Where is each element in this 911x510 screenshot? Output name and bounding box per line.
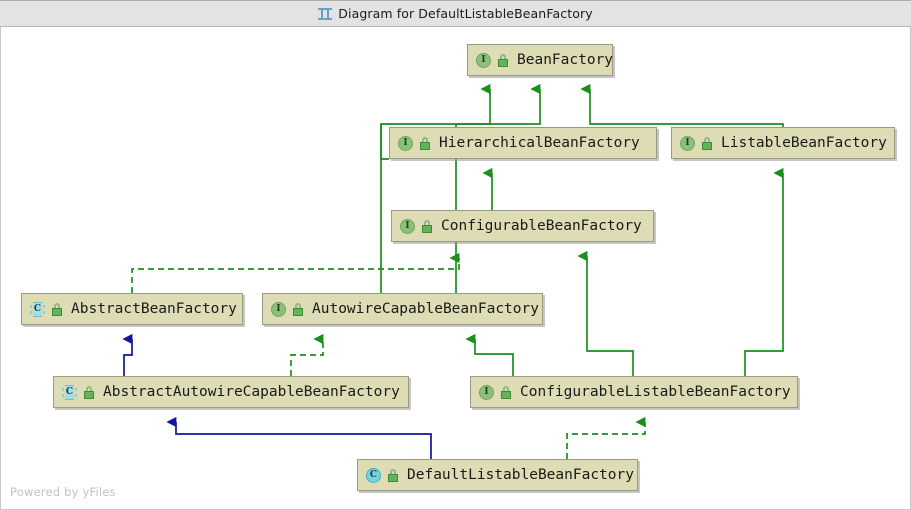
node-abstractautowirecapablebeanfactory[interactable]: C AbstractAutowireCapableBeanFactory [53,376,409,408]
edge-configurablelistable-to-configurable [577,250,634,376]
node-listablebeanfactory[interactable]: I ListableBeanFactory [671,127,895,159]
edge-abstractbeanfactory-to-configurable-dashed [131,252,460,293]
node-beanfactory[interactable]: I BeanFactory [467,44,613,76]
node-label: BeanFactory [517,51,614,68]
lock-icon [501,385,513,399]
node-autowirecapablebeanfactory[interactable]: I AutowireCapableBeanFactory [262,293,543,325]
node-hierarchicalbeanfactory[interactable]: I HierarchicalBeanFactory [389,127,657,159]
interface-icon: I [400,218,415,234]
lock-icon [293,302,305,316]
lock-icon [52,302,64,316]
edge-configurablelistable-to-autowirecapable [465,333,514,376]
lock-icon [388,468,400,482]
window-titlebar: Diagram for DefaultListableBeanFactory [0,0,911,27]
abstract-class-icon: C [62,384,77,400]
edge-configurable-to-beanfactory [455,83,541,293]
edge-defaultlistable-to-abstractautowire [166,416,432,459]
node-label: AutowireCapableBeanFactory [312,300,539,317]
diagram-canvas[interactable]: I BeanFactory I HierarchicalBeanFactory … [0,27,911,510]
interface-icon: I [398,135,413,151]
lock-icon [422,219,434,233]
abstract-class-icon: C [30,301,45,317]
node-configurablelistablebeanfactory[interactable]: I ConfigurableListableBeanFactory [470,376,798,408]
node-label: ConfigurableListableBeanFactory [520,383,791,400]
edge-abstractautowire-to-autowirecapable-dashed [290,333,324,376]
node-label: HierarchicalBeanFactory [439,134,640,151]
window-title: Diagram for DefaultListableBeanFactory [338,6,593,21]
node-label: ConfigurableBeanFactory [441,217,642,234]
yfiles-watermark: Powered by yFiles [10,485,116,499]
lock-icon [84,385,96,399]
node-label: DefaultListableBeanFactory [407,466,634,483]
edge-listable-to-beanfactory [580,83,784,127]
node-defaultlistablebeanfactory[interactable]: C DefaultListableBeanFactory [357,459,638,491]
interface-icon: I [476,52,491,68]
edge-configurablelistable-to-listable [744,167,784,376]
interface-icon: I [271,301,286,317]
lock-icon [498,53,510,67]
node-label: AbstractAutowireCapableBeanFactory [103,383,400,400]
edge-layer [122,83,784,459]
diagram-icon [318,7,333,21]
lock-icon [702,136,714,150]
interface-icon: I [479,384,494,400]
node-configurablebeanfactory[interactable]: I ConfigurableBeanFactory [391,210,654,242]
lock-icon [420,136,432,150]
node-label: AbstractBeanFactory [71,300,237,317]
interface-icon: I [680,135,695,151]
edge-defaultlistable-to-configurablelistable-dashed [566,416,646,459]
class-icon: C [366,467,381,483]
node-abstractbeanfactory[interactable]: C AbstractBeanFactory [21,293,243,325]
node-label: ListableBeanFactory [721,134,887,151]
edge-abstractautowire-to-abstractbeanfactory [122,333,133,376]
